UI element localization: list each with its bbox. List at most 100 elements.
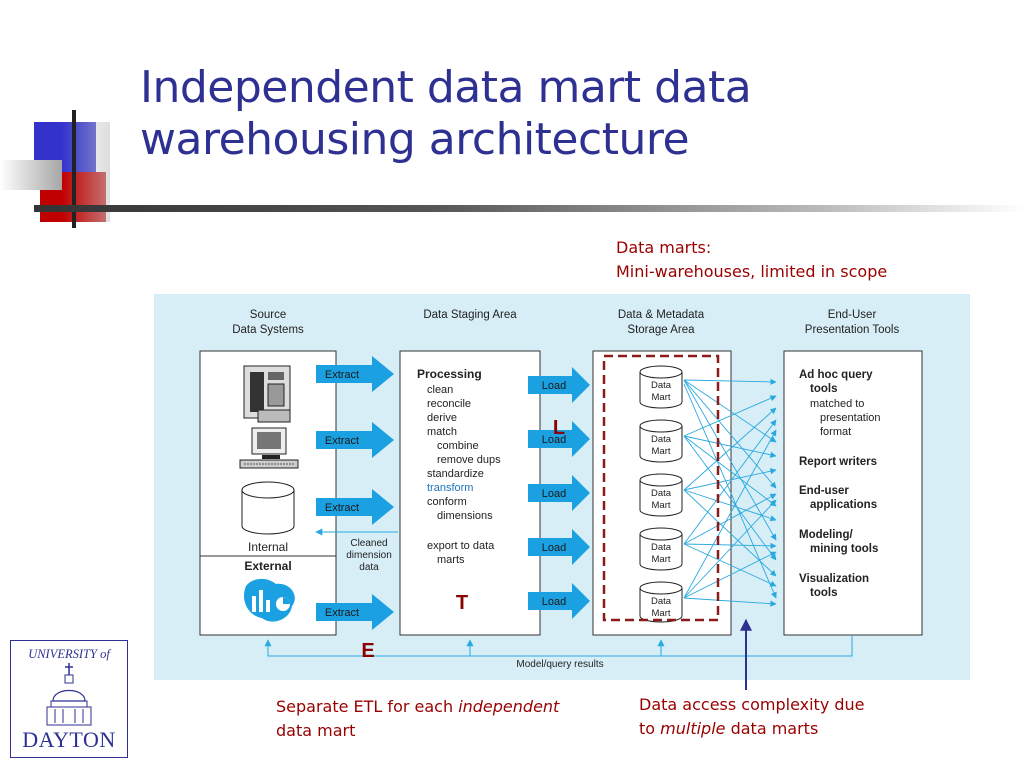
title-line-1: Independent data mart data bbox=[140, 62, 752, 113]
processing-derive: derive bbox=[427, 412, 457, 424]
mart-4-label-1: Data bbox=[651, 542, 672, 553]
enduser-header-1: End-User bbox=[828, 309, 877, 321]
load-arrow-5: Load bbox=[528, 583, 590, 619]
tool-adhoc-2: tools bbox=[810, 383, 837, 395]
data-mart-5: Data Mart bbox=[639, 581, 683, 623]
mart-5-label-1: Data bbox=[651, 596, 672, 607]
tool-modeling-2: mining tools bbox=[810, 543, 878, 555]
processing-dimensions: dimensions bbox=[437, 510, 493, 522]
data-marts-line-2: Mini-warehouses, limited in scope bbox=[616, 262, 888, 281]
load-arrow-3: Load bbox=[528, 475, 590, 511]
processing-match: match bbox=[427, 426, 457, 438]
tool-visualization-1: Visualization bbox=[799, 573, 869, 585]
load-label-2: Load bbox=[542, 434, 566, 446]
mart-3-label-2: Mart bbox=[652, 500, 671, 511]
etl-prefix: Separate ETL for each bbox=[276, 697, 459, 716]
storage-header-1: Data & Metadata bbox=[618, 309, 705, 321]
logo-top-text: UNIVERSITY of bbox=[28, 647, 110, 661]
data-mart-2: Data Mart bbox=[639, 419, 683, 463]
access-line-1: Data access complexity due bbox=[639, 695, 865, 714]
tool-enduser-1: End-user bbox=[799, 485, 849, 497]
database-icon bbox=[241, 481, 295, 535]
tool-adhoc-4: presentation bbox=[820, 412, 881, 424]
storage-header-2: Storage Area bbox=[627, 324, 695, 336]
mart-4-label-2: Mart bbox=[652, 554, 671, 565]
processing-clean: clean bbox=[427, 384, 453, 396]
processing-transform: transform bbox=[427, 482, 473, 494]
etl-line-1: Separate ETL for each independent bbox=[276, 695, 616, 719]
mart-5-label-2: Mart bbox=[652, 608, 671, 619]
staging-header: Data Staging Area bbox=[423, 309, 517, 321]
tool-adhoc-5: format bbox=[820, 426, 851, 438]
load-label-1: Load bbox=[542, 380, 566, 392]
cleaned-label-2: dimension bbox=[346, 550, 392, 561]
load-label-5: Load bbox=[542, 596, 566, 608]
desktop-computer-icon bbox=[239, 427, 299, 469]
data-mart-1: Data Mart bbox=[639, 365, 683, 409]
gray-bar bbox=[0, 160, 62, 190]
access-suffix: data marts bbox=[725, 719, 819, 738]
processing-combine: combine bbox=[437, 440, 479, 452]
extract-label-4: Extract bbox=[325, 607, 359, 619]
title-line-2: warehousing architecture bbox=[140, 114, 690, 165]
data-marts-callout: Data marts: Mini-warehouses, limited in … bbox=[616, 236, 1016, 284]
tool-enduser-2: applications bbox=[810, 499, 877, 511]
load-arrow-1: Load bbox=[528, 367, 590, 403]
mart-to-tool-lines bbox=[683, 378, 777, 607]
logo-bottom-text: DAYTON bbox=[22, 727, 116, 752]
processing-conform: conform bbox=[427, 496, 467, 508]
title-underline bbox=[34, 205, 1024, 212]
mart-1-label-2: Mart bbox=[652, 392, 671, 403]
data-marts-dashed-outline bbox=[602, 354, 720, 622]
extract-arrow-4: Extract bbox=[316, 594, 394, 630]
mart-2-label-1: Data bbox=[651, 434, 672, 445]
extract-label-1: Extract bbox=[325, 369, 359, 381]
etl-callout: Separate ETL for each independent data m… bbox=[276, 695, 616, 743]
load-arrow-4: Load bbox=[528, 529, 590, 565]
etl-italic: independent bbox=[458, 697, 560, 716]
external-chart-icon bbox=[243, 578, 295, 622]
tool-adhoc-1: Ad hoc query bbox=[799, 369, 873, 381]
mart-2-label-2: Mart bbox=[652, 446, 671, 457]
cleaned-label-3: data bbox=[359, 562, 379, 573]
source-header-2: Data Systems bbox=[232, 324, 304, 336]
extract-arrow-1: Extract bbox=[316, 356, 394, 392]
access-callout: Data access complexity due to multiple d… bbox=[639, 693, 999, 741]
etl-line-2: data mart bbox=[276, 721, 356, 740]
data-marts-line-1: Data marts: bbox=[616, 238, 712, 257]
mart-3-label-1: Data bbox=[651, 488, 672, 499]
vertical-line bbox=[72, 110, 76, 228]
source-header-1: Source bbox=[250, 309, 286, 321]
mainframe-icon bbox=[243, 365, 291, 423]
extract-label-3: Extract bbox=[325, 502, 359, 514]
tool-modeling-1: Modeling/ bbox=[799, 529, 853, 541]
enduser-header-2: Presentation Tools bbox=[805, 324, 900, 336]
letter-e: E bbox=[361, 640, 374, 662]
university-logo: UNIVERSITY of DAYTON bbox=[10, 640, 128, 758]
feedback-label-bg bbox=[496, 657, 626, 671]
staging-box bbox=[399, 350, 541, 636]
processing-standardize: standardize bbox=[427, 468, 484, 480]
slide-title: Independent data mart data warehousing a… bbox=[140, 62, 1000, 166]
tool-visualization-2: tools bbox=[810, 587, 837, 599]
extract-arrow-2: Extract bbox=[316, 422, 394, 458]
access-prefix: to bbox=[639, 719, 661, 738]
mart-1-label-1: Data bbox=[651, 380, 672, 391]
data-mart-4: Data Mart bbox=[639, 527, 683, 571]
access-line-2: to multiple data marts bbox=[639, 717, 999, 741]
access-italic: multiple bbox=[660, 719, 726, 738]
external-label: External bbox=[244, 559, 291, 573]
processing-reconcile: reconcile bbox=[427, 398, 471, 410]
letter-l: L bbox=[553, 417, 565, 439]
load-label-4: Load bbox=[542, 542, 566, 554]
data-mart-3: Data Mart bbox=[639, 473, 683, 517]
letter-t: T bbox=[456, 592, 468, 614]
load-arrow-2: Load bbox=[528, 421, 590, 457]
chapel-dome-icon bbox=[46, 663, 92, 726]
cleaned-label-1: Cleaned bbox=[350, 538, 387, 549]
processing-heading: Processing bbox=[417, 367, 482, 381]
tool-adhoc-3: matched to bbox=[810, 398, 864, 410]
feedback-loop bbox=[264, 635, 853, 657]
feedback-label: Model/query results bbox=[516, 659, 603, 670]
